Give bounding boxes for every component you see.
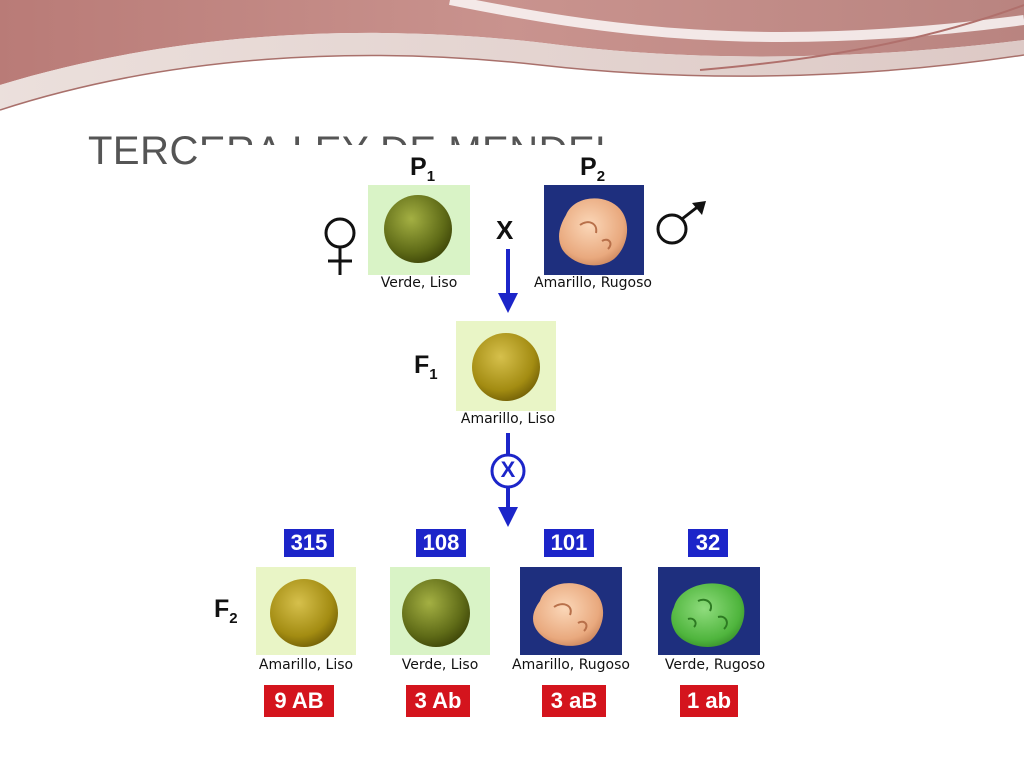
arrow-to-f1 (498, 249, 518, 313)
p2-pea-image (544, 185, 644, 275)
p2-label: P2 (580, 153, 606, 185)
f1-label: F1 (414, 351, 438, 383)
f2-pea-image-4 (658, 567, 760, 655)
f2-caption-2: Verde, Liso (401, 657, 479, 673)
p2-caption: Amarillo, Rugoso (534, 275, 652, 291)
f2-count-2: 108 (416, 529, 466, 557)
f2-ratio-4: 1 ab (680, 685, 738, 717)
f1-pea-image (456, 321, 556, 411)
p1-caption: Verde, Liso (380, 275, 458, 291)
f2-caption-3: Amarillo, Rugoso (512, 657, 630, 673)
f2-pea-image-3 (520, 567, 622, 655)
self-cross-arrow (490, 433, 526, 527)
f2-caption-1: Amarillo, Liso (258, 657, 354, 673)
p1-label: P1 (410, 153, 436, 185)
f1-caption: Amarillo, Liso (460, 411, 556, 427)
header-swoosh-decoration (0, 0, 1024, 111)
p1-pea-image (368, 185, 470, 275)
mendel-cross-diagram: P1 P2 Verde, Liso X Amarillo, Rugoso F1 (200, 145, 800, 735)
f2-count-4: 32 (688, 529, 728, 557)
f2-pea-image-1 (256, 567, 356, 655)
f2-ratio-3: 3 aB (542, 685, 606, 717)
f2-ratio-2: 3 Ab (406, 685, 470, 717)
f2-pea-image-2 (390, 567, 490, 655)
parental-cross-symbol: X (496, 215, 514, 245)
f2-caption-4: Verde, Rugoso (664, 657, 766, 673)
f2-label: F2 (214, 595, 238, 627)
f2-count-1: 315 (284, 529, 334, 557)
female-symbol-icon (324, 217, 356, 275)
male-symbol-icon (656, 201, 706, 245)
f2-count-3: 101 (544, 529, 594, 557)
self-cross-symbol: X (500, 457, 516, 482)
f2-ratio-1: 9 AB (264, 685, 334, 717)
